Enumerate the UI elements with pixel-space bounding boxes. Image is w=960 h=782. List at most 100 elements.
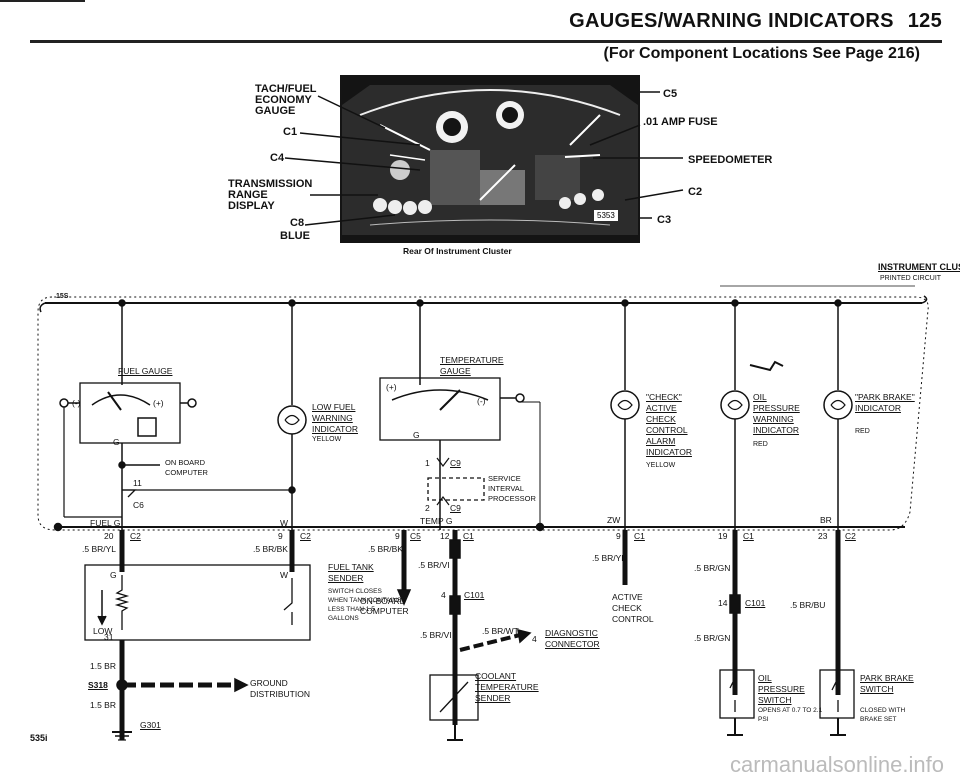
page-number: 125 [907,10,942,32]
wire-1-5-br: 1.5 BR [90,661,116,671]
bus-label: 15S [56,293,69,300]
callout-c4: C4 [270,152,285,164]
pin-9-c1: 9 [616,531,621,541]
wire-br-gn-2: .5 BR/GN [694,633,731,643]
pin-20: 20 [104,531,114,541]
pin-19: 19 [718,531,728,541]
connector-c6: C6 [133,500,144,510]
connector-c1c: C1 [743,531,754,541]
oil-indicator-color: RED [753,441,768,448]
wire-br-yl-2: .5 BR/YL [592,553,627,563]
park-switch-note: CLOSED WITH BRAKE SET [860,707,906,723]
wire-br-bk: .5 BR/BK [253,544,288,554]
pin-14: 14 [718,598,728,608]
pin-2: 2 [425,503,430,513]
callout-c3: C3 [657,214,672,226]
diagnostic-connector-label: DIAGNOSTIC CONNECTOR [545,628,600,649]
pin-4: 4 [441,590,446,600]
fuel-gauge-minus: (-) [72,398,81,408]
callout-tach-fuel: TACH/FUEL ECONOMY GAUGE [255,83,317,117]
active-check-label: ACTIVE CHECK CONTROL [612,592,654,624]
wire-1-5-br-2: 1.5 BR [90,700,116,710]
callout-c8: C8 [290,217,305,229]
check-indicator-color: YELLOW [646,462,676,469]
callout-transmission: TRANSMISSION RANGE DISPLAY [228,178,313,212]
cluster-sublabel: PRINTED CIRCUIT [880,275,942,282]
low-fuel-title: LOW FUEL WARNING INDICATOR [312,402,358,434]
pin-31: 31 [104,632,114,642]
callout-fuse: .01 AMP FUSE [643,116,718,128]
header-divider [30,40,942,43]
park-indicator-color: RED [855,428,870,435]
coolant-sender-label: COOLANT TEMPERATURE SENDER [475,671,539,703]
pin-11: 11 [133,478,142,488]
callout-c1: C1 [283,126,298,138]
photo-tag: 5353 [594,210,618,221]
check-zw: ZW [607,515,621,525]
callout-speedometer: SPEEDOMETER [688,154,773,166]
fuel-sender-g: G [110,570,117,580]
connector-c101b: C101 [745,598,766,608]
oil-switch-title: OIL PRESSURE SWITCH [758,673,805,705]
connector-c2a: C2 [130,531,141,541]
watermark: carmanualsonline.info [729,752,944,777]
connector-c9b: C9 [450,503,461,513]
temp-gauge-g: G [413,430,420,440]
photo-caption: Rear Of Instrument Cluster [403,246,512,256]
wire-br-bk-2: .5 BR/BK [368,544,403,554]
onboard-computer-label: ON-BOARD COMPUTER [360,596,409,616]
wire-br-vi: .5 BR/VI [418,560,450,570]
callout-c2: C2 [688,186,703,198]
callout-c5: C5 [663,88,678,100]
connector-c101a: C101 [464,590,485,600]
pin-12: 12 [440,531,450,541]
low-fuel-w: W [280,518,289,528]
corner-rule [0,0,85,2]
pin-4-diag: 4 [532,634,537,644]
service-interval-label: SERVICE INTERVAL PROCESSOR [488,474,536,503]
temp-gauge-title: TEMPERATURE GAUGE [440,355,504,376]
low-fuel-conn-c2: C2 [300,531,311,541]
oil-indicator-title: OIL PRESSURE WARNING INDICATOR [753,392,800,435]
fuel-sender-w: W [280,570,289,580]
model-label: 535i [30,733,48,743]
fuel-gauge-plus: (+) [153,398,164,408]
park-br: BR [820,515,832,525]
pin-9-c5: 9 [395,531,400,541]
pin-23: 23 [818,531,828,541]
park-indicator-title: "PARK BRAKE" INDICATOR [855,392,915,413]
low-fuel-color: YELLOW [312,436,342,443]
wire-br-wt: .5 BR/WT [482,626,519,636]
instrument-cluster-photo [340,75,640,243]
wire-br-bu: .5 BR/BU [790,600,826,610]
fuel-sender-low: LOW [93,626,113,636]
ground-g301: G301 [140,720,161,730]
cluster-label: INSTRUMENT CLUSTER [878,262,960,272]
connector-c2b: C2 [845,531,856,541]
check-indicator-title: "CHECK" ACTIVE CHECK CONTROL ALARM INDIC… [646,392,692,457]
connector-c1a: C1 [463,531,474,541]
connector-c1b: C1 [634,531,645,541]
temp-gauge-minus: (-) [477,396,486,406]
wire-br-vi-2: .5 BR/VI [420,630,452,640]
wire-br-gn: .5 BR/GN [694,563,731,573]
ground-distribution-label: GROUND DISTRIBUTION [250,678,310,699]
low-fuel-pin-9: 9 [278,531,283,541]
on-board-computer-label: ON BOARD COMPUTER [165,458,208,477]
page-subtitle: (For Component Locations See Page 216) [603,45,921,62]
fuel-g-label: FUEL G [90,518,121,528]
fuel-sender-note: SWITCH CLOSES WHEN TANK CONTAINS LESS TH… [328,588,402,622]
pin-1: 1 [425,458,430,468]
temp-g-label: TEMP G [420,516,453,526]
fuel-gauge-g: G [113,437,120,447]
oil-switch-note: OPENS AT 0.7 TO 2.1 PSI [758,707,823,723]
park-switch-title: PARK BRAKE SWITCH [860,673,914,694]
connector-c5: C5 [410,531,421,541]
callout-blue: BLUE [280,230,310,242]
temp-gauge-plus: (+) [386,382,397,392]
fuel-gauge-title: FUEL GAUGE [118,366,173,376]
connector-c9a: C9 [450,458,461,468]
wire-br-yl: .5 BR/YL [82,544,117,554]
